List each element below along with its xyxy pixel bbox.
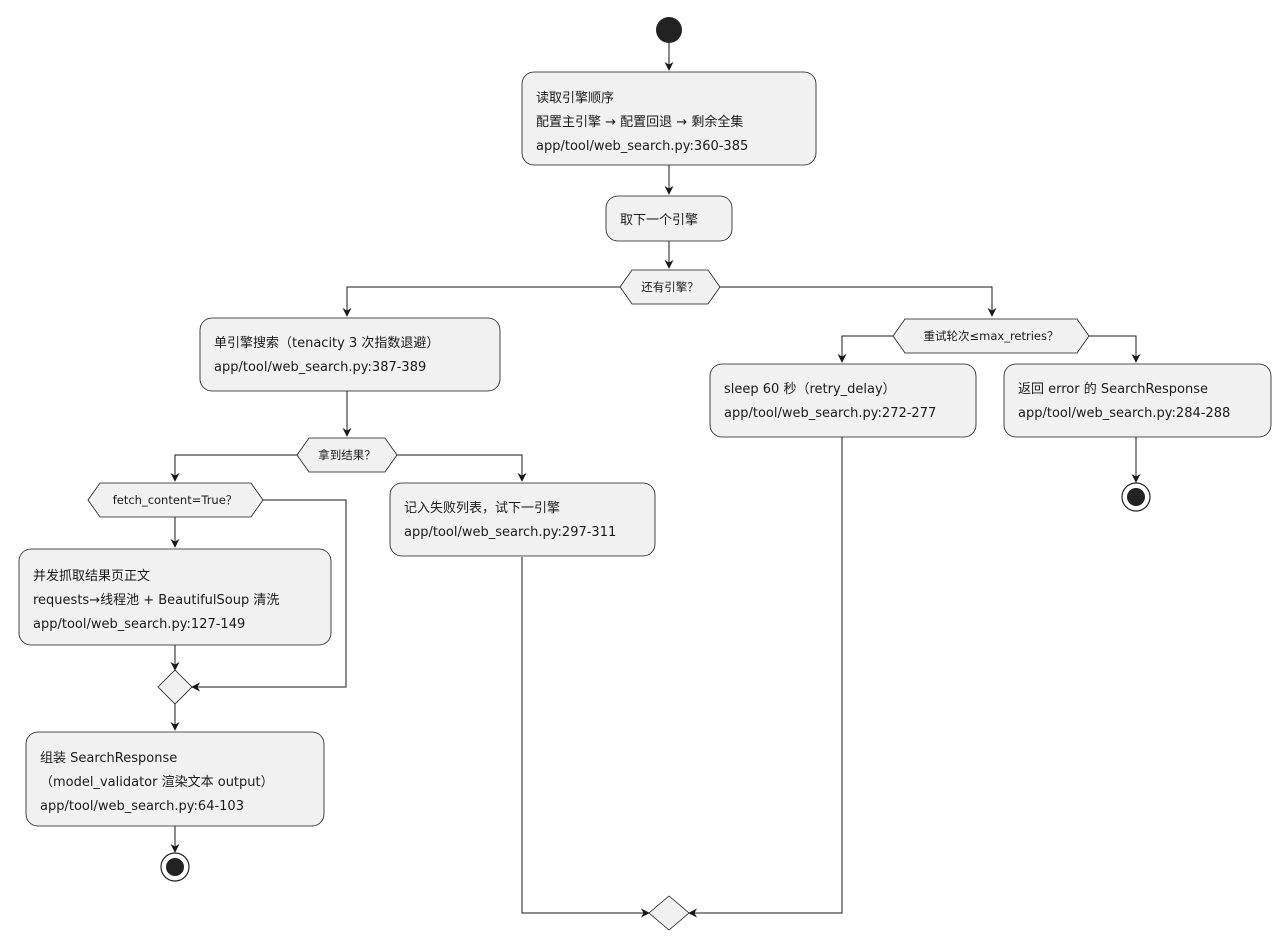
edges (170, 43, 1141, 918)
assemble-line-3: app/tool/web_search.py:64-103 (40, 799, 244, 814)
decision-retry-round: 重试轮次≤max_retries？ (892, 318, 1090, 354)
assemble-line-1: 组装 SearchResponse (40, 751, 177, 766)
has-engine-label: 还有引擎？ (641, 280, 699, 294)
return-error-line-2: app/tool/web_search.py:284-288 (1018, 406, 1230, 421)
merge-node-fetch (157, 669, 193, 705)
single-search-line-1: 单引擎搜索（tenacity 3 次指数退避） (214, 335, 439, 351)
start-node (656, 17, 682, 43)
read-order-line-2: 配置主引擎 → 配置回退 → 剩余全集 (536, 114, 743, 130)
activity-fetch-body: 并发抓取结果页正文 requests→线程池 + BeautifulSoup 清… (18, 548, 332, 646)
activity-assemble: 组装 SearchResponse （model_validator 渲染文本 … (25, 731, 325, 827)
fetch-content-label: fetch_content=True？ (113, 493, 238, 507)
next-engine-line-1: 取下一个引擎 (620, 213, 698, 228)
sleep-line-1: sleep 60 秒（retry_delay） (724, 382, 896, 397)
record-fail-line-1: 记入失败列表，试下一引擎 (404, 501, 560, 516)
edge-fail-to-merge (521, 557, 650, 918)
edge-retry-yes (837, 335, 893, 363)
decision-got-result: 拿到结果？ (296, 437, 398, 473)
retry-round-label: 重试轮次≤max_retries？ (924, 329, 1059, 343)
edge-retry-no (1089, 335, 1141, 363)
fetch-body-line-1: 并发抓取结果页正文 (33, 568, 150, 584)
activity-single-search: 单引擎搜索（tenacity 3 次指数退避） app/tool/web_sea… (199, 317, 501, 392)
fetch-body-line-3: app/tool/web_search.py:127-149 (33, 617, 245, 632)
activity-record-fail: 记入失败列表，试下一引擎 app/tool/web_search.py:297-… (389, 482, 656, 557)
read-order-line-1: 读取引擎顺序 (536, 91, 614, 106)
edge-got-result-yes (170, 454, 297, 482)
single-search-line-2: app/tool/web_search.py:387-389 (214, 360, 426, 375)
read-order-line-3: app/tool/web_search.py:360-385 (536, 139, 748, 154)
got-result-label: 拿到结果？ (318, 448, 376, 462)
end-node-error (1121, 482, 1151, 512)
edge-sleep-to-merge (688, 437, 843, 918)
return-error-line-1: 返回 error 的 SearchResponse (1018, 381, 1208, 397)
edge-got-result-no (397, 454, 527, 482)
record-fail-line-2: app/tool/web_search.py:297-311 (404, 525, 616, 540)
decision-fetch-content: fetch_content=True？ (87, 482, 264, 518)
activity-next-engine: 取下一个引擎 (605, 195, 733, 242)
activity-read-order: 读取引擎顺序 配置主引擎 → 配置回退 → 剩余全集 app/tool/web_… (521, 71, 817, 166)
edge-has-engine-no (720, 286, 997, 317)
activity-return-error: 返回 error 的 SearchResponse app/tool/web_s… (1003, 363, 1272, 438)
sleep-line-2: app/tool/web_search.py:272-277 (724, 406, 936, 421)
edge-has-engine-yes (342, 286, 620, 317)
fetch-body-line-2: requests→线程池 + BeautifulSoup 清洗 (33, 593, 279, 608)
end-node-success (160, 852, 190, 882)
assemble-line-2: （model_validator 渲染文本 output） (40, 775, 274, 790)
decision-has-engine: 还有引擎？ (619, 269, 721, 305)
activity-sleep: sleep 60 秒（retry_delay） app/tool/web_sea… (709, 363, 977, 438)
edge-fetch-no (191, 499, 347, 692)
merge-node-retry (648, 895, 690, 931)
